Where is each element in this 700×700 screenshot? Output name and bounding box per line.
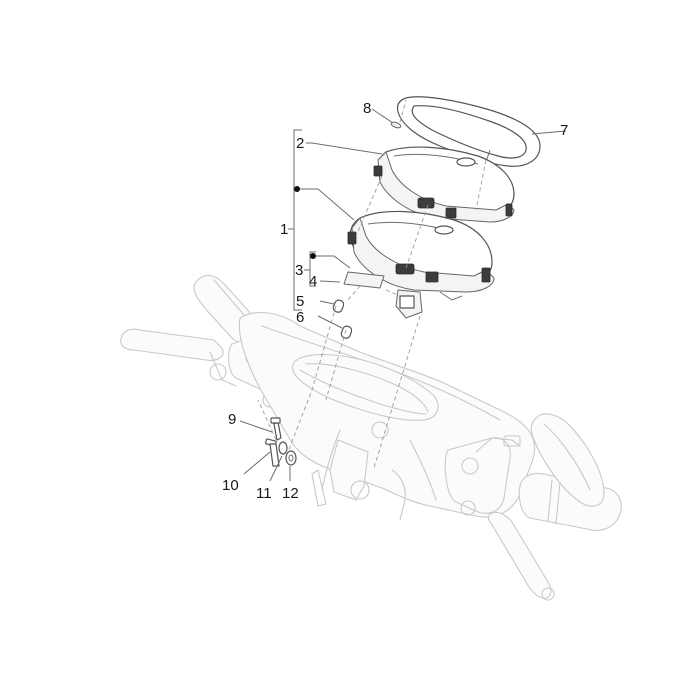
part-8-clip xyxy=(390,121,402,129)
part-7-trim-ring xyxy=(396,96,541,167)
assembly-dashed-lines xyxy=(257,99,487,469)
part-6-bulb xyxy=(340,325,353,339)
callout-8: 8 xyxy=(363,100,371,117)
right-mirror xyxy=(530,413,605,507)
part-2-cluster-lens xyxy=(373,146,515,223)
bracket-group-3 xyxy=(304,251,316,287)
callout-2: 2 xyxy=(296,135,304,152)
bracket-group-1 xyxy=(288,129,302,311)
callout-9: 9 xyxy=(228,411,236,428)
callout-labels: 2 1 3 4 5 6 8 7 9 10 11 12 xyxy=(222,100,568,502)
part-11-washer xyxy=(278,441,288,455)
part-9-screw xyxy=(270,417,282,441)
handlebar-assembly xyxy=(120,274,622,601)
bullet-dots xyxy=(294,186,316,259)
callout-7: 7 xyxy=(560,122,568,139)
leader-lines xyxy=(239,108,567,482)
callout-12: 12 xyxy=(282,485,299,502)
instrument-recess xyxy=(291,354,439,421)
right-brake-lever xyxy=(487,511,552,599)
left-brake-lever xyxy=(120,328,224,361)
callout-3: 3 xyxy=(295,262,303,279)
part-5-bulb xyxy=(332,299,345,313)
callout-4: 4 xyxy=(309,273,317,290)
callout-6: 6 xyxy=(296,309,304,326)
callout-1: 1 xyxy=(280,221,288,238)
part-10-bolt xyxy=(265,438,280,467)
part-4-pad xyxy=(343,271,385,289)
part-12-washer xyxy=(285,450,297,466)
callout-5: 5 xyxy=(296,293,304,310)
right-switch-housing xyxy=(444,437,511,514)
part-1-instrument-cluster xyxy=(347,210,495,319)
callout-11: 11 xyxy=(256,485,272,502)
callout-10: 10 xyxy=(222,477,239,494)
